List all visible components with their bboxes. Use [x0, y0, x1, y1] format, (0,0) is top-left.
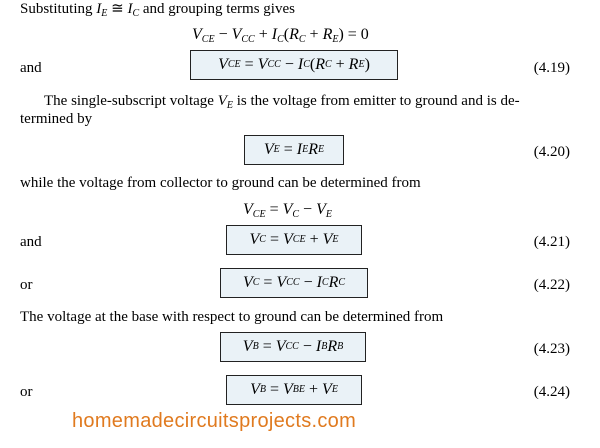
paragraph-ve-line1: The single-subscript voltage VE is the v… — [44, 93, 520, 111]
equation-number-4-24: (4.24) — [533, 384, 570, 400]
equation-number-4-20: (4.20) — [533, 144, 570, 160]
label-or-4-24: or — [20, 384, 33, 400]
paragraph-collector: while the voltage from collector to grou… — [20, 175, 421, 191]
equation-number-4-21: (4.21) — [533, 234, 570, 250]
label-and-4-21: and — [20, 234, 42, 250]
equation-vce-difference: VCE = VC − VE — [243, 201, 332, 220]
equation-grouping: VCE − VCC + IC(RC + RE) = 0 — [192, 26, 369, 45]
label-or-4-22: or — [20, 277, 33, 293]
paragraph-ve-line2: termined by — [20, 111, 93, 127]
equation-number-4-23: (4.23) — [533, 341, 570, 357]
watermark-text: homemadecircuitsprojects.com — [72, 410, 357, 432]
label-and-4-19: and — [20, 60, 42, 76]
intro-text: Substituting IE ≅ IC and grouping terms … — [20, 1, 295, 19]
paragraph-base: The voltage at the base with respect to … — [20, 309, 444, 325]
equation-number-4-22: (4.22) — [533, 277, 570, 293]
equation-number-4-19: (4.19) — [533, 60, 570, 76]
